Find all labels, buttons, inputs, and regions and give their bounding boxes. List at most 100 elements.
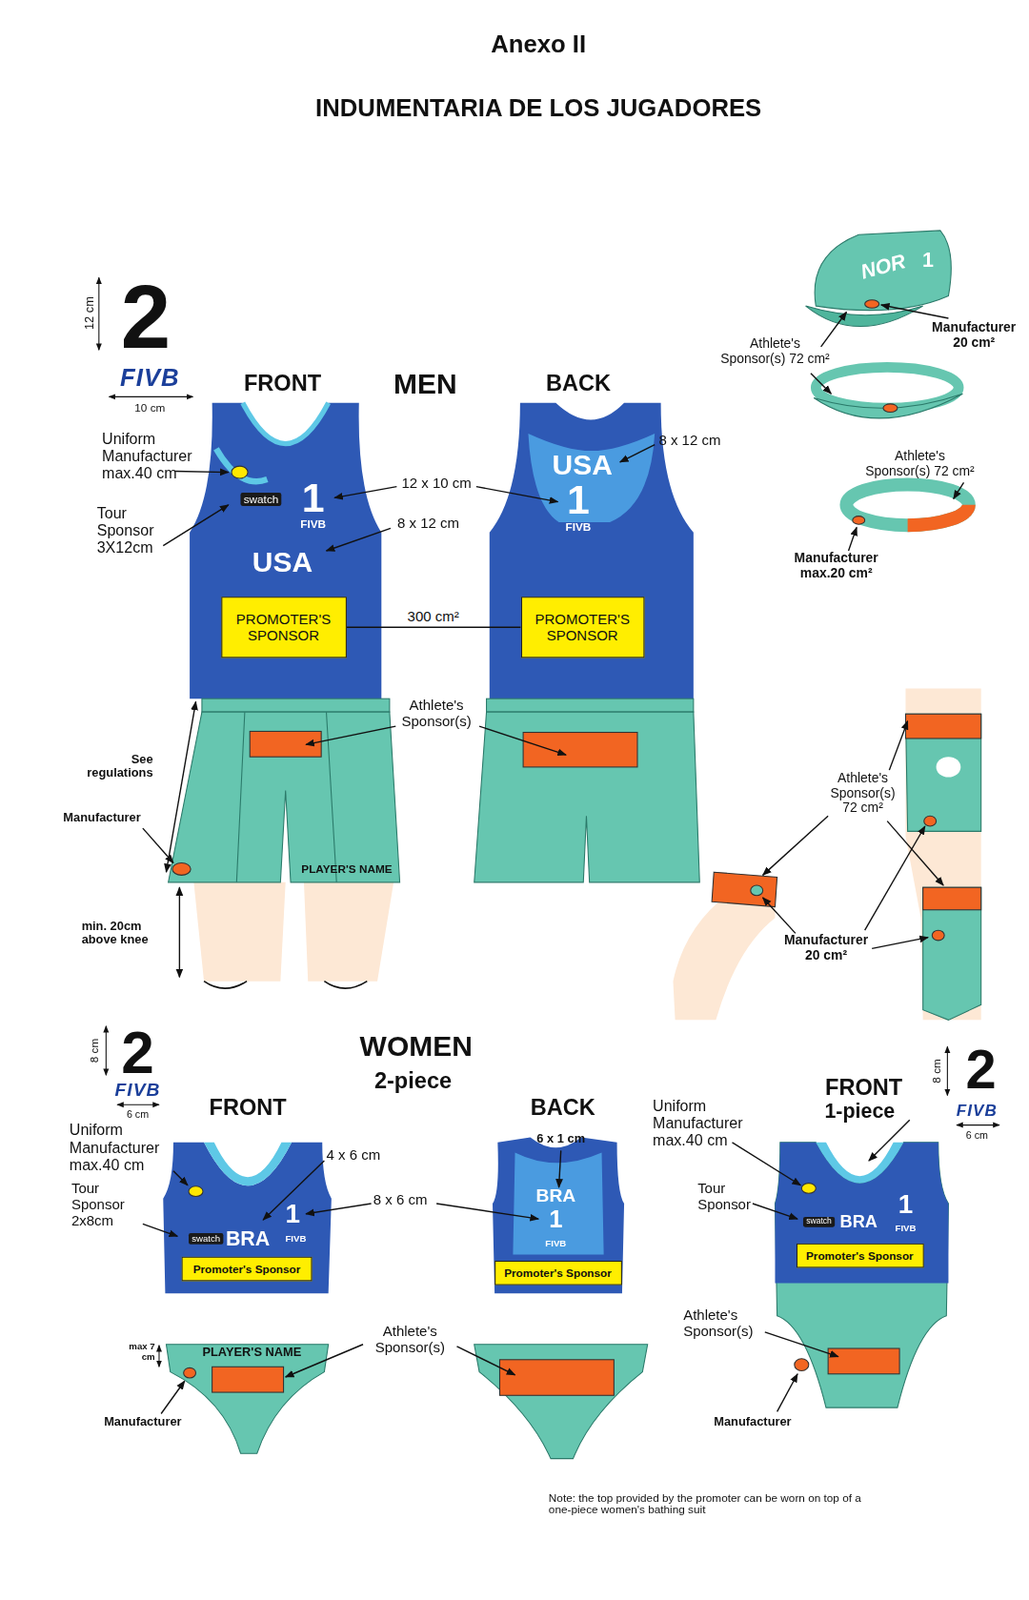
athlete-sponsor-area [212,1366,284,1393]
shirt-print: BRA [225,1227,270,1251]
logo-text: swatch [188,1232,223,1245]
dimension-label: 8 cm [929,1058,943,1084]
swimsuit [774,1142,949,1408]
dimension-line [105,1026,107,1075]
dimension-label: 8 cm [87,1038,101,1064]
connector-line [345,626,521,628]
knee-hole [936,756,962,777]
sponsor-box: PROMOTER'S SPONSOR [520,596,645,658]
shirt-print: BRA [535,1185,576,1207]
heading: BACK [530,1095,596,1121]
logo-text: FIVB [544,1237,566,1249]
dimension-line [98,277,100,350]
dimension-line [109,396,194,398]
bottoms [165,1344,328,1454]
leader-line [763,897,796,933]
callout-label: Uniform Manufacturer max.40 cm [69,1121,172,1173]
callout-label: Athlete's Sponsor(s) 72 cm² [863,448,978,479]
heading: 2-piece [374,1069,452,1094]
manufacturer-logo [188,1186,203,1197]
manufacturer-logo [750,885,764,896]
logo-text: FIVB [300,518,326,531]
logo-text: FIVB [564,520,591,533]
leader-line [752,1203,798,1219]
hand [672,888,775,1020]
shirt-print: 1 [566,477,590,524]
sponsor-box: PROMOTER'S SPONSOR [221,596,347,658]
logo-text: swatch [240,492,282,506]
callout-label: min. 20cm above knee [81,919,168,948]
leader-line [142,1223,178,1236]
headband-sponsor [907,504,969,525]
leader-line [175,471,229,473]
sponsor-text: Promoter's Sponsor [193,1262,302,1276]
heading: 1-piece [824,1099,895,1123]
swimsuit-top [774,1142,949,1284]
waistband [486,698,694,712]
athlete-sponsor-area [827,1348,900,1374]
shirt-print: USA [552,448,613,482]
manufacturer-logo [172,863,191,876]
top-trim [815,1142,904,1184]
sponsor-text: PROMOTER'S SPONSOR [226,610,341,644]
callout-label: Tour Sponsor 2x8cm [71,1180,148,1229]
callout-label: Manufacturer [103,1415,182,1430]
dimension-label: 12 x 10 cm [401,475,471,492]
leader-line [165,701,196,872]
manufacturer-logo [865,300,880,309]
dimension-line [947,1046,949,1095]
leader-line [305,1203,372,1214]
top-trim [203,1142,292,1186]
knee-line [323,981,367,989]
athlete-sponsor-area [523,732,638,767]
manufacturer-logo [801,1183,816,1194]
leader-line [326,527,391,551]
leader-line [777,1373,798,1413]
sponsor-text: PROMOTER'S SPONSOR [526,610,639,644]
dimension-label: max 7 cm [120,1341,155,1363]
dimension-line [117,1104,160,1106]
heading: FRONT [243,371,322,397]
leader-line [765,1331,839,1357]
callout-label: Manufacturer [62,810,141,825]
callout-label: Uniform Manufacturer max.40 cm [652,1097,755,1150]
leader-line [436,1203,539,1219]
callout-label: Manufacturer max.20 cm² [787,550,886,581]
athlete-sponsor-area [499,1359,614,1395]
dimension-label: 10 cm [134,402,165,415]
waistband [201,698,390,712]
manufacturer-logo [231,465,248,479]
dimension-label: 12 cm [82,296,97,330]
logo-text: FIVB [284,1232,306,1244]
knee-line [203,981,247,989]
dimension-label: 6 cm [126,1108,149,1120]
knee-sponsor [905,713,981,739]
manufacturer-logo [852,516,866,525]
callout-label: Uniform Manufacturer max.40 cm [101,430,204,483]
shirt-trim [242,403,329,444]
logo-text: FIVB [120,363,181,392]
seam [236,711,337,883]
leader-lines [142,304,965,1413]
cap [814,230,951,311]
leader-line [810,373,831,394]
leader-line [763,815,829,875]
logo-text: FIVB [956,1101,998,1120]
leg [193,882,285,982]
size-number: 2 [121,1019,155,1087]
leader-line [953,482,965,499]
dimension-label: 8 x 6 cm [373,1191,428,1209]
leader-line [881,304,949,319]
manufacturer-logo [794,1358,809,1372]
manufacturer-logo [924,815,937,827]
leader-line [305,726,396,745]
shirt-trim [216,448,268,482]
heading: INDUMENTARIA DE LOS JUGADORES [315,95,762,123]
leader-line [732,1142,802,1186]
shorts [474,711,701,883]
logo-text: swatch [803,1216,835,1227]
shorts [168,711,401,883]
shirt-print: USA [861,368,905,399]
size-number: 2 [966,1038,997,1101]
